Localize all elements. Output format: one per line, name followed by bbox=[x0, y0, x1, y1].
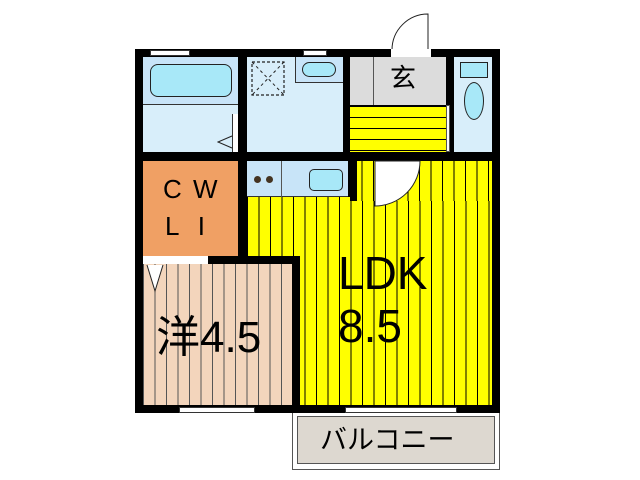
toilet-tank-icon bbox=[460, 62, 488, 78]
stove-divider bbox=[281, 161, 282, 197]
window-bathroom bbox=[150, 50, 190, 56]
bathtub-icon bbox=[150, 64, 232, 97]
window-western-room[interactable] bbox=[179, 407, 255, 413]
window-washroom bbox=[303, 50, 327, 56]
balcony: バルコニー bbox=[297, 416, 495, 464]
stove-burner-icon bbox=[254, 176, 261, 183]
western-room-door[interactable] bbox=[143, 256, 208, 264]
cwl-label-line2: L I bbox=[165, 211, 211, 241]
partition-wall bbox=[350, 161, 357, 201]
toilet-bowl-icon bbox=[464, 82, 484, 120]
ldk-upper bbox=[350, 161, 492, 201]
door-swing-icon bbox=[217, 135, 233, 149]
entrance-door-icon[interactable] bbox=[390, 12, 430, 52]
inner-wall bbox=[292, 256, 300, 413]
inner-wall bbox=[238, 256, 300, 264]
western-room bbox=[143, 264, 293, 405]
sink-icon bbox=[302, 62, 336, 77]
ldk-door-icon[interactable] bbox=[374, 160, 422, 208]
washing-machine-icon bbox=[251, 61, 285, 96]
ldk-label-line2: 8.5 bbox=[338, 300, 402, 352]
kitchen-sink-icon bbox=[309, 169, 343, 191]
walk-in-closet: C W L I bbox=[143, 161, 238, 256]
closet-door-icon bbox=[146, 264, 164, 293]
bathroom bbox=[143, 57, 238, 152]
toilet-door[interactable] bbox=[446, 105, 450, 152]
bathroom-door bbox=[232, 114, 238, 152]
ldk-label-line1: LDK bbox=[338, 247, 428, 299]
stove-burner-icon bbox=[266, 176, 273, 183]
toilet bbox=[454, 57, 492, 152]
entrance-step bbox=[350, 105, 446, 152]
kitchen-counter bbox=[247, 161, 348, 197]
entrance-label: 玄 bbox=[390, 63, 417, 93]
entrance-floor bbox=[350, 57, 446, 105]
entrance-door-opening bbox=[391, 49, 431, 57]
entrance: 玄 bbox=[350, 57, 446, 152]
balcony-label: バルコニー bbox=[320, 425, 455, 455]
ldk bbox=[247, 197, 492, 405]
washroom bbox=[247, 57, 343, 152]
window-ldk-balcony[interactable] bbox=[345, 407, 457, 413]
cwl-label-line1: C W bbox=[163, 174, 220, 204]
western-room-label: 洋4.5 bbox=[156, 313, 262, 362]
shoe-box bbox=[373, 57, 374, 105]
